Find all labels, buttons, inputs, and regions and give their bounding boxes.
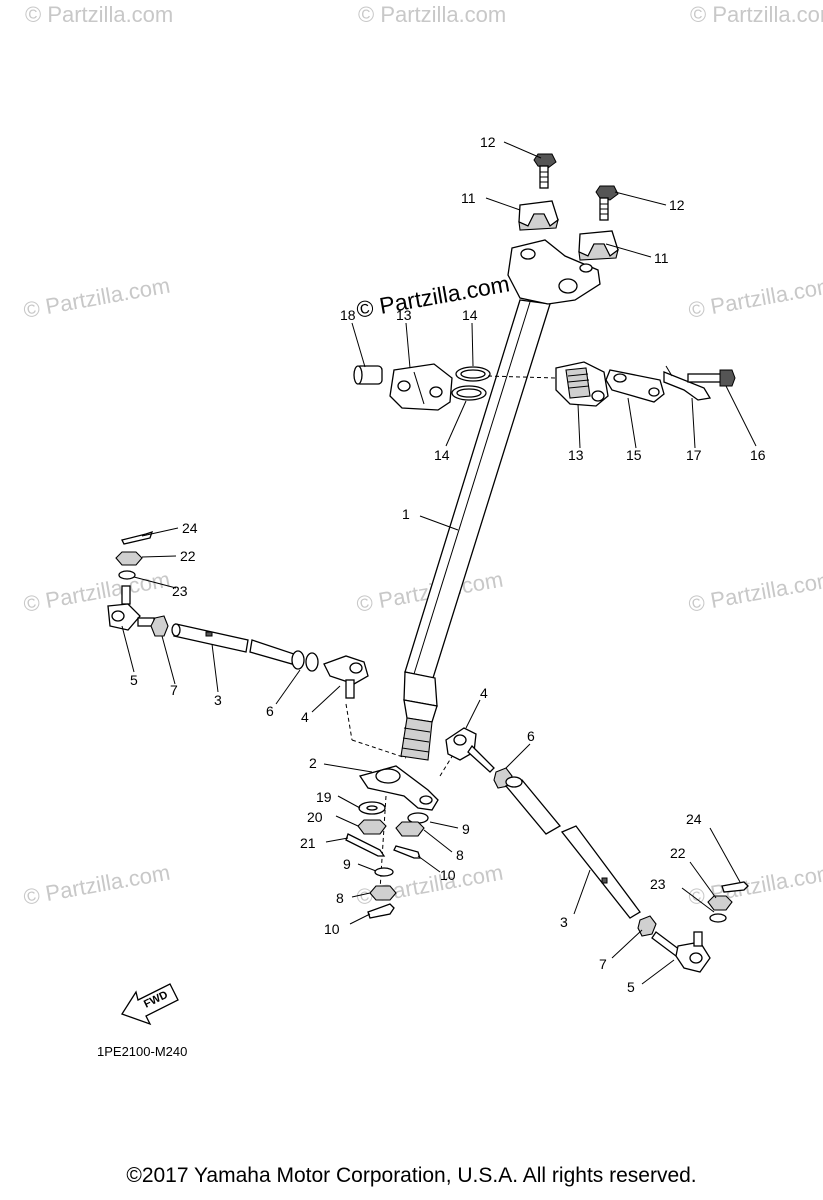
tie-rod-end-4-left — [323, 655, 369, 699]
watermark: © Partzilla.com — [687, 567, 823, 617]
watermark-main: © Partzilla.com — [354, 270, 511, 323]
callout-17: 17 — [686, 447, 702, 463]
cotter-pin-24-left — [121, 530, 154, 545]
callout-11: 11 — [461, 190, 476, 206]
watermark: © Partzilla.com — [22, 567, 172, 617]
nut-8-lower — [369, 885, 397, 901]
tie-rod-end-5-left — [107, 585, 155, 631]
cotter-pin-10-upper — [393, 845, 421, 859]
callout-22: 22 — [180, 548, 196, 564]
callout-19: 19 — [316, 789, 332, 805]
nut-8-upper — [395, 821, 425, 837]
washer-9-lower — [374, 867, 394, 877]
diagram-code: 1PE2100-M240 — [97, 1044, 187, 1059]
shaft-holder-left — [518, 200, 559, 231]
watermark: © Partzilla.com — [690, 2, 823, 27]
tie-rod-3-left — [171, 623, 295, 665]
forward-direction-icon: FWD — [121, 983, 179, 1026]
callout-8: 8 — [456, 847, 464, 863]
callout-3: 3 — [214, 692, 222, 708]
callout-14: 14 — [434, 447, 450, 463]
copyright-notice: ©2017 Yamaha Motor Corporation, U.S.A. A… — [126, 1164, 697, 1187]
callout-1: 1 — [402, 506, 410, 522]
tie-rod-end-5-right — [651, 931, 711, 973]
flange-bolt-right — [595, 185, 619, 221]
callout-15: 15 — [626, 447, 642, 463]
nut-20 — [357, 819, 387, 835]
tie-rod-end-4-right — [445, 727, 495, 773]
watermark: © Partzilla.com — [25, 2, 173, 27]
callout-2: 2 — [309, 755, 317, 771]
callout-10: 10 — [324, 921, 340, 937]
nut-22-left — [115, 551, 143, 566]
washer-19 — [358, 801, 386, 815]
tie-rod-3-right — [504, 776, 641, 919]
leader-lines — [121, 141, 757, 985]
washer-23-left — [118, 570, 136, 580]
callout-16: 16 — [750, 447, 766, 463]
plate-15 — [605, 369, 665, 403]
callout-7: 7 — [599, 956, 607, 972]
watermark: © Partzilla.com — [22, 860, 172, 910]
callout-7: 7 — [170, 682, 178, 698]
bolt-16 — [687, 369, 736, 387]
locknut-7-right — [637, 915, 657, 937]
bushing-13-right — [555, 361, 609, 407]
callout-4: 4 — [301, 709, 309, 725]
cotter-pin-10-lower — [367, 903, 395, 919]
callout-14: 14 — [462, 307, 478, 323]
callout-24: 24 — [182, 520, 198, 536]
shaft-holder-right — [578, 230, 619, 261]
callout-5: 5 — [130, 672, 138, 688]
callout-labels: 12 11 12 11 18 13 14 14 13 15 17 16 1 24… — [130, 134, 766, 995]
callout-4: 4 — [480, 685, 488, 701]
cotter-pin-21 — [345, 833, 386, 857]
callout-11: 11 — [654, 250, 669, 266]
flange-bolt-left — [533, 153, 557, 189]
locknut-6-left — [291, 650, 319, 672]
callout-3: 3 — [560, 914, 568, 930]
callout-18: 18 — [340, 307, 356, 323]
callout-12: 12 — [480, 134, 496, 150]
callout-5: 5 — [627, 979, 635, 995]
watermark: © Partzilla.com — [355, 860, 505, 910]
callout-20: 20 — [307, 809, 323, 825]
watermark: © Partzilla.com — [358, 2, 506, 27]
collar-18 — [353, 365, 383, 385]
oil-seal-14-bottom — [451, 385, 487, 401]
watermark: © Partzilla.com — [687, 273, 823, 323]
callout-12: 12 — [669, 197, 685, 213]
callout-6: 6 — [266, 703, 274, 719]
cotter-pin-24-right — [721, 881, 749, 893]
callout-23: 23 — [172, 583, 188, 599]
pitman-arm — [358, 765, 439, 811]
callout-13: 13 — [396, 307, 412, 323]
washer-23-right — [709, 913, 727, 923]
nut-22-right — [707, 895, 733, 911]
watermark-layer: © Partzilla.com © Partzilla.com © Partzi… — [22, 2, 823, 910]
oil-seal-14-top — [455, 366, 491, 382]
callout-22: 22 — [670, 845, 686, 861]
callout-9: 9 — [343, 856, 351, 872]
callout-9: 9 — [462, 821, 470, 837]
callout-21: 21 — [300, 835, 316, 851]
lock-washer-17 — [663, 365, 712, 401]
callout-24: 24 — [686, 811, 702, 827]
bushing-13-left — [389, 363, 453, 411]
callout-10: 10 — [440, 867, 456, 883]
callout-6: 6 — [527, 728, 535, 744]
locknut-7-left — [150, 615, 169, 637]
callout-23: 23 — [650, 876, 666, 892]
steering-shaft — [400, 239, 601, 761]
callout-13: 13 — [568, 447, 584, 463]
callout-8: 8 — [336, 890, 344, 906]
watermark: © Partzilla.com — [22, 273, 172, 323]
